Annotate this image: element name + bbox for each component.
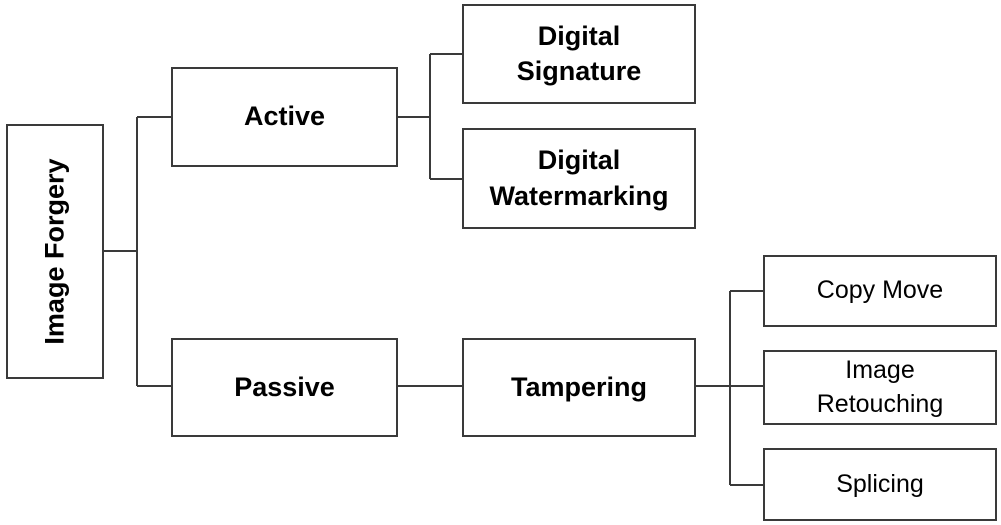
node-digital-signature: Digital Signature bbox=[462, 4, 696, 104]
node-digital-watermarking-line2: Watermarking bbox=[489, 180, 669, 211]
node-digital-signature-line2: Signature bbox=[516, 56, 642, 86]
node-digital-watermarking: Digital Watermarking bbox=[462, 128, 696, 229]
node-digital-signature-line1: Digital bbox=[537, 20, 621, 51]
node-active: Active bbox=[171, 67, 398, 167]
node-active-label: Active bbox=[243, 101, 326, 132]
node-splicing: Splicing bbox=[763, 448, 997, 521]
connector-root-branch bbox=[104, 116, 171, 387]
node-passive: Passive bbox=[171, 338, 398, 437]
node-passive-label: Passive bbox=[234, 371, 335, 402]
node-splicing-label: Splicing bbox=[836, 469, 924, 498]
connector-active-branch bbox=[398, 53, 462, 180]
node-image-retouching: Image Retouching bbox=[763, 350, 997, 425]
node-tampering: Tampering bbox=[462, 338, 696, 437]
node-image-retouching-line2: Retouching bbox=[816, 389, 944, 418]
node-tampering-label: Tampering bbox=[510, 371, 647, 402]
node-copy-move-label: Copy Move bbox=[816, 276, 944, 305]
node-image-retouching-line1: Image bbox=[845, 355, 915, 384]
connector-tampering-branch bbox=[696, 290, 763, 486]
node-image-forgery: Image Forgery bbox=[6, 124, 104, 379]
node-copy-move: Copy Move bbox=[763, 255, 997, 327]
node-image-forgery-label: Image Forgery bbox=[39, 158, 70, 345]
node-digital-watermarking-line1: Digital bbox=[537, 145, 621, 176]
